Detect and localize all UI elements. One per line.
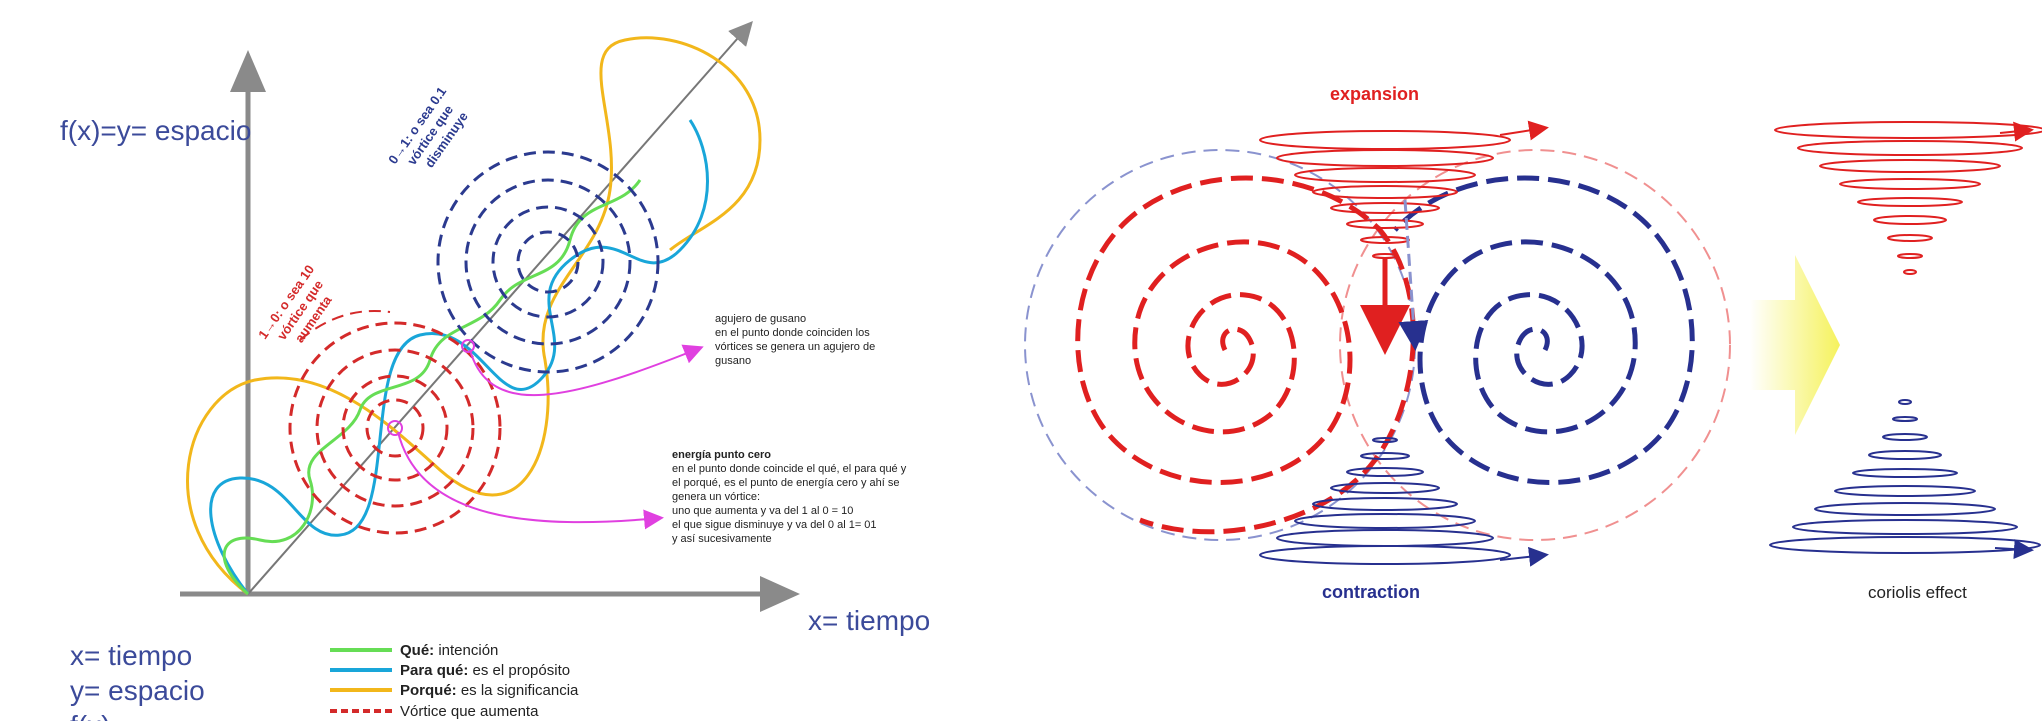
svg-text:el que sigue disminuye y va de: el que sigue disminuye y va del 0 al 1= … [672,519,877,531]
zero-energy-note: energía punto cero en el punto donde coi… [672,449,907,545]
transition-arrow-icon [1750,255,1840,435]
left-diagram: f(x)=y= espacio x= tiempo 0 [60,20,930,721]
expansion-funnel [1259,120,1549,355]
outer-red-ring [1339,149,1731,541]
footer-x-tiempo: x= tiempo [70,640,192,671]
wormhole-note: agujero de gusano en el punto donde coin… [715,313,875,367]
contraction-label: contraction [1322,582,1420,602]
footer-fx: f(x)... [70,710,134,721]
legend: Qué: intención Para qué: es el propósito… [330,642,579,720]
svg-text:uno que aumenta y va del 1 al: uno que aumenta y va del 1 al 0 = 10 [672,505,853,517]
svg-text:en el punto donde coinciden lo: en el punto donde coinciden los [715,327,870,339]
y-axis-label: f(x)=y= espacio [60,115,251,146]
navy-spiral [1393,175,1695,485]
legend-item-porque: Porqué: es la significancia [400,682,579,699]
green-curve-que [222,179,642,596]
red-vortex [288,309,502,535]
legend-item-que: Qué: intención [400,642,498,659]
zero-point-upper [461,339,475,353]
legend-item-vortex: Vórtice que aumenta [400,703,539,720]
svg-text:vórtices se genera un agujero: vórtices se genera un agujero de [715,341,875,353]
svg-text:y así sucesivamente: y así sucesivamente [672,533,772,545]
svg-text:agujero de gusano: agujero de gusano [715,313,806,325]
coriolis-label: coriolis effect [1868,583,1967,602]
coriolis-red-funnel [1774,121,2042,275]
svg-text:energía punto cero: energía punto cero [672,449,771,461]
vortex-down-label: 0→1: o sea 0.1 vórtice que disminuye [385,84,471,170]
navy-vortex [436,150,660,374]
x-axis-arrow-icon [760,576,800,612]
coriolis-navy-funnel [1769,399,2041,560]
contraction-funnel [1259,437,1549,567]
zero-energy-arrow [397,431,664,530]
x-axis-label: x= tiempo [808,605,930,636]
expansion-label: expansion [1330,84,1419,104]
footer-y-espacio: y= espacio [70,675,205,706]
blue-curve-para-que [209,119,709,595]
right-diagram: expansion contraction [1024,84,2042,602]
zero-point-lower [387,420,403,436]
diagonal-axis [247,20,753,595]
svg-text:gusano: gusano [715,355,751,367]
center-down-arrow-blue [1398,199,1429,351]
svg-text:en el punto donde coincide el: en el punto donde coincide el qué, el pa… [672,463,907,475]
svg-text:genera un vórtice:: genera un vórtice: [672,491,760,503]
wormhole-arrow [469,344,704,397]
red-spiral [1075,175,1416,535]
svg-text:el porqué, es el punto de ener: el porqué, es el punto de energía cero y… [672,477,900,489]
legend-item-para-que: Para qué: es el propósito [400,662,570,679]
yellow-curve-porque [186,36,762,596]
y-axis-arrow-icon [230,50,266,92]
